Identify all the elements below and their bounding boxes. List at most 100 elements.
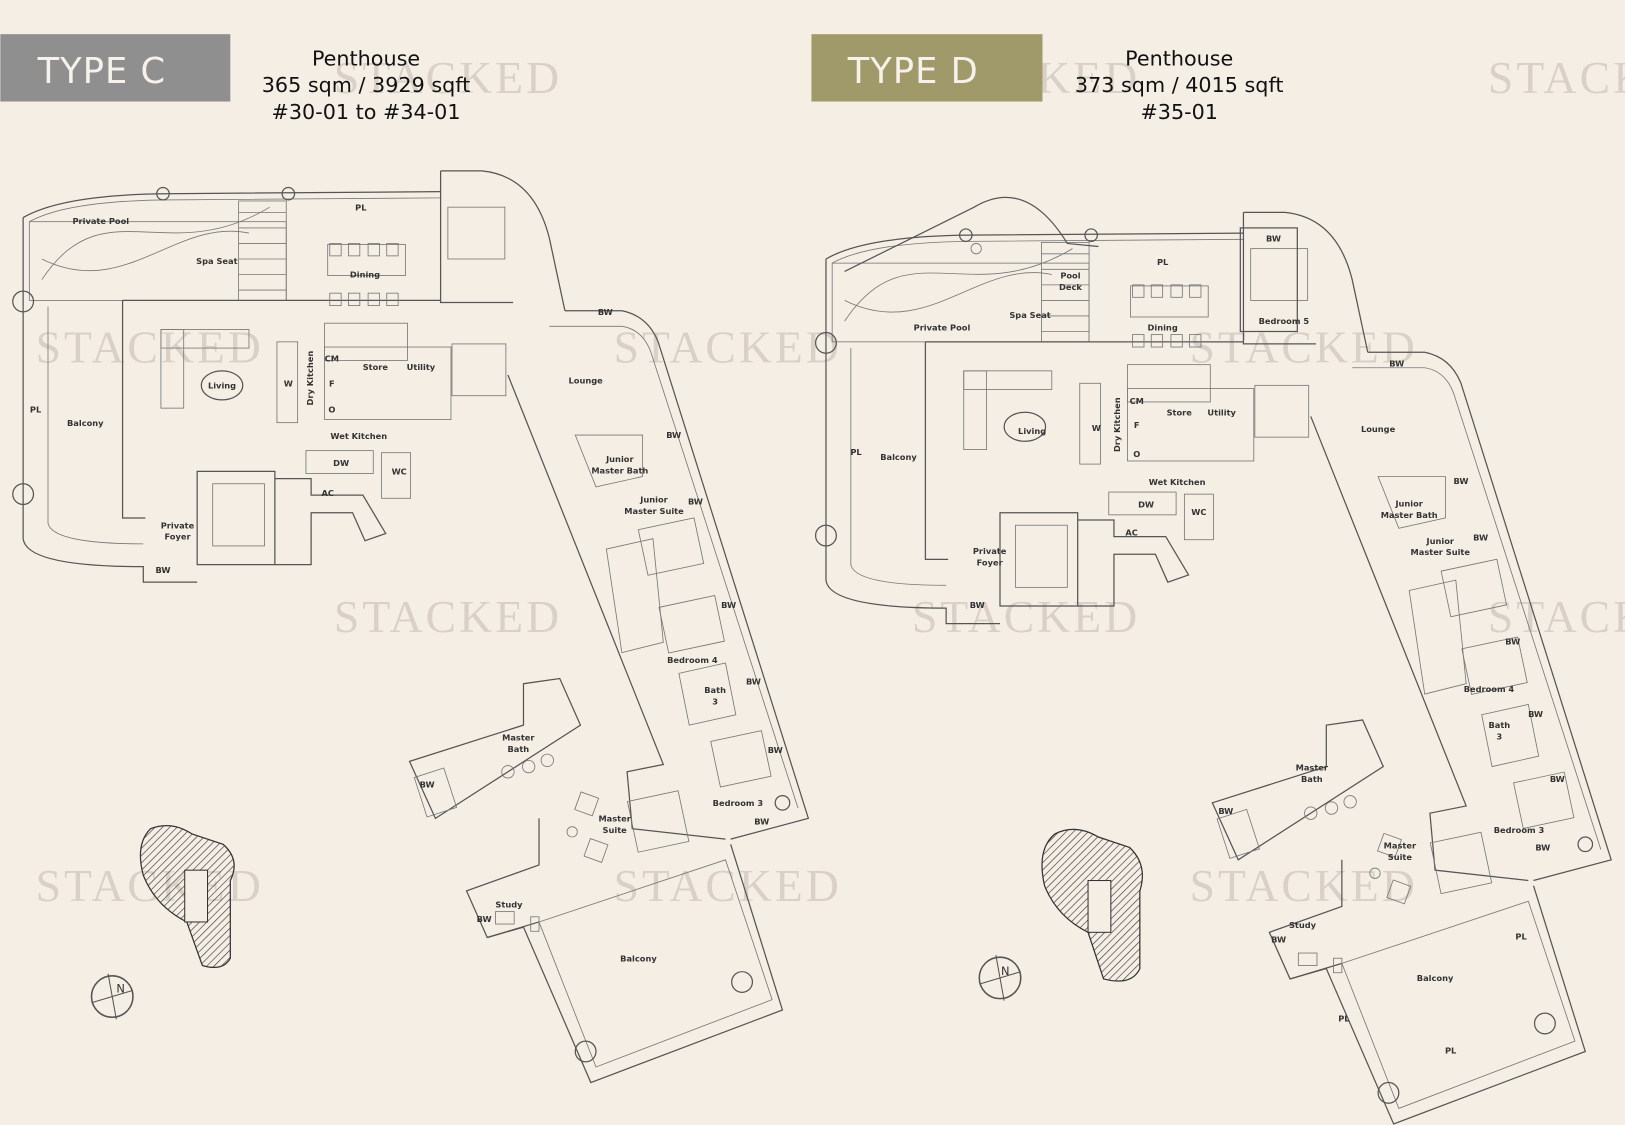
room-label: Living — [1018, 426, 1046, 436]
room-label-line: Bedroom 3 — [1494, 825, 1545, 835]
room-label: BW — [1453, 476, 1468, 486]
room-label-line: BW — [1505, 636, 1520, 646]
type-d-north-compass-icon: N — [978, 955, 1022, 1001]
room-label-line: Bedroom 4 — [1464, 684, 1515, 694]
room-label-line: DW — [333, 458, 349, 468]
room-label: DW — [333, 458, 349, 468]
type-c-area: 365 sqm / 3929 sqft — [262, 73, 471, 97]
type-d-header: TYPE D Penthouse 373 sqm / 4015 sqft #35… — [811, 34, 1284, 124]
room-label: PL — [1338, 1013, 1350, 1023]
room-label: BW — [1218, 806, 1233, 816]
compass-label: N — [1001, 964, 1010, 978]
room-label-line: Private — [161, 520, 195, 530]
room-label-line: CM — [325, 354, 339, 364]
room-label-line: BW — [1266, 233, 1281, 243]
room-label-line: Pool — [1060, 271, 1080, 281]
room-label-line: Private — [973, 546, 1007, 556]
room-label: Lounge — [1361, 424, 1396, 434]
room-label: Utility — [407, 362, 436, 372]
room-label-line: O — [1133, 449, 1140, 459]
type-d-key-plan — [1041, 828, 1143, 982]
type-c-north-compass-icon: N — [90, 973, 134, 1020]
room-label: Store — [363, 362, 389, 372]
room-label-line: Bath — [507, 744, 529, 754]
room-label: BW — [754, 817, 769, 827]
room-label: Dry Kitchen — [1112, 397, 1122, 452]
room-label: Wet Kitchen — [330, 431, 387, 441]
watermarks: STACKED STACKED STACKED STACKED STACKED … — [36, 52, 1625, 911]
room-label: F — [329, 378, 335, 388]
room-label-line: Master Suite — [624, 506, 684, 516]
room-label-line: PL — [1445, 1046, 1457, 1056]
room-label-line: Wet Kitchen — [330, 431, 387, 441]
room-label: Lounge — [569, 375, 604, 385]
room-label-line: W — [1092, 423, 1101, 433]
room-label: CM — [325, 354, 339, 364]
room-label-line: Bedroom 4 — [667, 655, 718, 665]
room-label: BW — [1528, 709, 1543, 719]
room-label-line: Deck — [1059, 282, 1082, 292]
room-label-line: Suite — [1388, 852, 1413, 862]
room-label-line: Private Pool — [914, 322, 971, 332]
room-label: BW — [688, 496, 703, 506]
room-label-line: Lounge — [569, 375, 604, 385]
room-label: PL — [1157, 257, 1169, 267]
room-label-line: Utility — [1207, 407, 1236, 417]
type-d-badge — [811, 34, 1043, 102]
room-label-line: BW — [1528, 709, 1543, 719]
type-d-title: Penthouse — [1125, 46, 1233, 70]
room-label-line: BW — [598, 307, 613, 317]
room-label-line: BW — [746, 677, 761, 687]
room-label-line: Balcony — [880, 452, 917, 462]
room-label-line: Bedroom 3 — [713, 798, 764, 808]
room-label-line: Master Bath — [1381, 510, 1438, 520]
room-label-line: CM — [1130, 396, 1144, 406]
watermark: STACKED — [1488, 52, 1625, 103]
room-label-line: AC — [1125, 528, 1137, 538]
compass-label: N — [116, 981, 125, 995]
room-label-line: BW — [688, 496, 703, 506]
room-label: BW — [420, 779, 435, 789]
room-label-line: Junior — [1426, 536, 1455, 546]
type-c-badge — [0, 34, 231, 102]
room-label: BW — [970, 600, 985, 610]
room-label: Bedroom 4 — [1464, 684, 1515, 694]
room-label-line: BW — [970, 600, 985, 610]
watermark: STACKED — [614, 322, 842, 373]
room-label: Bedroom 3 — [1494, 825, 1545, 835]
room-label-line: Master — [598, 813, 631, 823]
room-label-line: BW — [155, 565, 170, 575]
room-label: BW — [155, 565, 170, 575]
watermark: STACKED — [36, 322, 264, 373]
room-label-line: Suite — [603, 825, 628, 835]
room-label: AC — [321, 488, 333, 498]
room-label: BW — [1271, 935, 1286, 945]
room-label: Balcony — [620, 953, 657, 963]
room-label-line: F — [1134, 420, 1140, 430]
room-label-line: Spa Seat — [196, 256, 237, 266]
room-label: BW — [477, 914, 492, 924]
room-label-line: Dry Kitchen — [305, 351, 315, 406]
room-label: BW — [1389, 359, 1404, 369]
room-label: F — [1134, 420, 1140, 430]
room-label: O — [328, 404, 335, 414]
room-label: Study — [495, 899, 523, 909]
room-label-line: Bedroom 5 — [1259, 316, 1310, 326]
room-label: Balcony — [880, 452, 917, 462]
room-label: Private Pool — [914, 322, 971, 332]
room-label: BW — [746, 677, 761, 687]
room-label-line: 3 — [1496, 732, 1502, 742]
room-label: BW — [1266, 233, 1281, 243]
watermark: STACKED — [614, 860, 842, 911]
room-label-line: Dining — [1148, 322, 1178, 332]
